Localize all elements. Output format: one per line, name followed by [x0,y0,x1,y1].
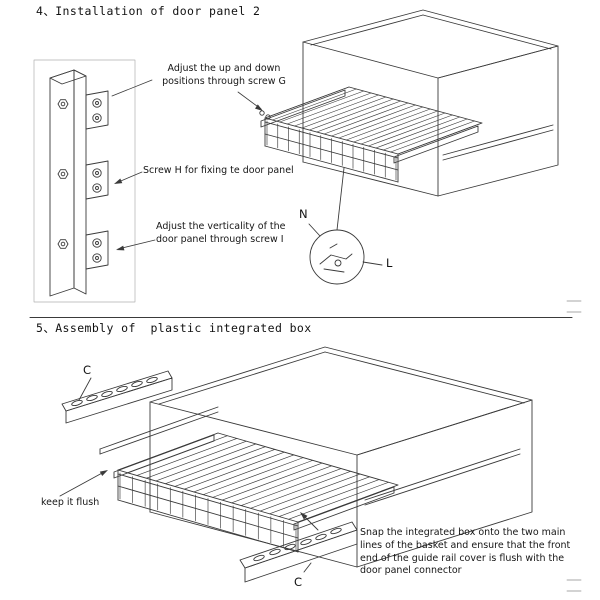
section5-title-text: Assembly of plastic integrated box [55,321,312,335]
scan-marks [566,300,582,592]
cabinet-drawing-step4 [259,9,559,285]
annotation-screw-i: Adjust the verticality of the door panel… [156,221,286,245]
cabinet-drawing-step5 [59,346,533,583]
annotation-screw-h: Screw H for fixing te door panel [143,165,294,176]
detail-label-l: L [386,256,393,270]
section4-title-text: Installation of door panel 2 [55,4,261,18]
annotation-screw-g: Adjust the up and down positions through… [162,63,286,87]
label-c-box: C [294,575,303,589]
detail-label-n: N [299,207,308,221]
leader-lines-step4 [111,79,263,251]
section4-number: 4、 [36,4,56,18]
section5-title: 5、Assembly of plastic integrated box [36,320,312,336]
door-panel-detail-drawing [33,59,136,303]
annotation-snap-note: Snap the integrated box onto the two mai… [360,527,571,577]
annotation-keep-flush: keep it flush [41,497,100,508]
label-c-rail: C [83,363,92,377]
section4-title: 4、Installation of door panel 2 [36,3,260,19]
section5-number: 5、 [36,321,56,335]
